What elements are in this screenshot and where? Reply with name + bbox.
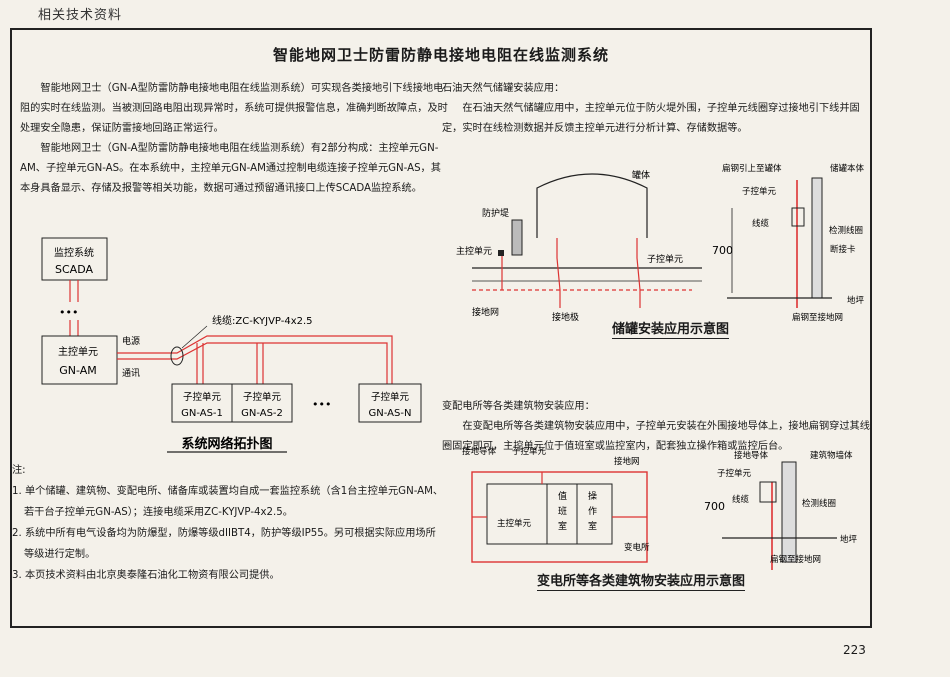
main-unit-box <box>41 335 118 385</box>
grid-label-s: 接地网 <box>614 456 640 467</box>
tank-body: 在石油天然气储罐应用中，主控单元位于防火堤外围，子控单元线圈穿过接地引下线并固定… <box>442 103 860 134</box>
conductor-label: 接地导体 <box>462 446 497 457</box>
main-unit-label: 主控单元 <box>456 245 492 257</box>
main-unit-label-s: 主控单元 <box>497 518 532 529</box>
sub-unit-n-label-1: 子控单元 <box>371 391 410 403</box>
grid-label: 接地网 <box>472 306 499 318</box>
document-frame: 智能地网卫士防雷防静电接地电阻在线监测系统 智能地网卫士（GN-A型防雷防静电接… <box>10 28 872 628</box>
wall-label: 建筑物墙体 <box>810 450 853 461</box>
tank-caption: 储罐安装应用示意图 <box>612 318 730 339</box>
page-number: 223 <box>843 643 866 657</box>
note-item-1: 1. 单个储罐、建筑物、变配电所、储备库或装置均自成一套监控系统（含1台主控单元… <box>12 486 444 518</box>
sub-unit-1-label-1: 子控单元 <box>183 391 222 403</box>
op-char-3: 室 <box>588 520 597 532</box>
steel-down-label: 扁钢至接地网 <box>792 312 843 323</box>
ground-label: 地坪 <box>847 295 865 306</box>
cable-label: 线缆 <box>752 218 770 229</box>
substation-section-text: 变配电所等各类建筑物安装应用： 在变配电所等各类建筑物安装应用中，子控单元安装在… <box>442 397 872 457</box>
power-label: 电源 <box>122 335 140 347</box>
coil-label: 检测线圈 <box>829 225 863 236</box>
conductor2-label: 接地导体 <box>734 450 769 461</box>
duty-char-3: 室 <box>558 520 567 532</box>
note-item-2: 2. 系统中所有电气设备均为防爆型，防爆等级dIIBT4，防护等级IP55。另可… <box>12 528 436 560</box>
substation-heading: 变配电所等各类建筑物安装应用： <box>442 401 595 412</box>
cable-label: 线缆:ZC-KYJVP-4x2.5 <box>212 314 313 327</box>
ground-label-s: 地坪 <box>840 534 858 545</box>
duty-char-1: 值 <box>558 490 567 502</box>
sub-unit-n-box <box>358 383 422 423</box>
note-item-3: 3. 本页技术资料由北京奥泰隆石油化工物资有限公司提供。 <box>12 570 280 581</box>
steel-up-label: 扁钢引上至罐体 <box>722 163 782 174</box>
op-char-2: 作 <box>588 505 597 517</box>
topology-caption: 系统网络拓扑图 <box>181 436 272 452</box>
dike-label: 防护堤 <box>482 207 509 219</box>
intro-paragraph-2: 智能地网卫士（GN-A型防雷防静电接地电阻在线监测系统）有2部分构成：主控单元G… <box>20 143 441 194</box>
tank-label: 罐体 <box>632 169 650 181</box>
main-unit-label-1: 主控单元 <box>58 345 98 358</box>
substation-diagram: 接地导体 子控单元 接地网 值 班 室 操 作 室 主控单元 变电所 接地导体 … <box>462 446 858 570</box>
cable-label-s: 线缆 <box>732 494 750 505</box>
ellipsis-dots: ••• <box>59 306 78 319</box>
substation-label: 变电所 <box>624 542 650 553</box>
topology-diagram: 监控系统 SCADA ••• 主控单元 GN-AM 电源 通讯 线缆:ZC-KY… <box>41 237 422 453</box>
scada-label-2: SCADA <box>55 263 93 276</box>
page-title: 智能地网卫士防雷防静电接地电阻在线监测系统 <box>272 46 609 64</box>
clip-label: 断接卡 <box>830 244 856 255</box>
steel-down-label-s: 扁钢至接地网 <box>770 554 821 565</box>
tank-heading: 石油天然气储罐安装应用： <box>442 83 565 94</box>
scada-label-1: 监控系统 <box>54 246 94 259</box>
dim-label: 700 <box>712 244 733 257</box>
intro-text: 智能地网卫士（GN-A型防雷防静电接地电阻在线监测系统）可实现各类接地引下线接地… <box>20 79 450 199</box>
ellipsis-dots-2: ••• <box>312 398 331 411</box>
sub-unit-n-label-2: GN-AS-N <box>369 408 412 419</box>
sub-unit-2-label: 子控单元 <box>742 186 777 197</box>
coil-label-s: 检测线圈 <box>802 498 836 509</box>
substation-caption: 变电所等各类建筑物安装应用示意图 <box>537 570 746 591</box>
sub-unit-label: 子控单元 <box>647 253 683 265</box>
notes-heading: 注: <box>12 465 26 476</box>
tank-section-text: 石油天然气储罐安装应用： 在石油天然气储罐应用中，主控单元位于防火堤外围，子控单… <box>442 79 870 139</box>
dim-label-s: 700 <box>704 500 725 513</box>
tank-body-label: 储罐本体 <box>830 163 865 174</box>
pole-label: 接地极 <box>552 311 579 323</box>
main-unit-label-2: GN-AM <box>59 364 97 377</box>
duty-char-2: 班 <box>558 505 567 517</box>
section-header: 相关技术资料 <box>38 8 123 23</box>
sub-unit-2-label-2: GN-AS-2 <box>241 408 283 419</box>
sub-unit-2-label-1: 子控单元 <box>243 391 282 403</box>
sub-unit-label-s: 子控单元 <box>512 446 547 457</box>
sub-unit2-label-s: 子控单元 <box>717 468 752 479</box>
intro-paragraph-1: 智能地网卫士（GN-A型防雷防静电接地电阻在线监测系统）可实现各类接地引下线接地… <box>20 83 448 134</box>
notes: 注: 1. 单个储罐、建筑物、变配电所、储备库或装置均自成一套监控系统（含1台主… <box>12 460 444 586</box>
scada-box <box>41 237 108 281</box>
tank-diagram: 罐体 防护堤 主控单元 子控单元 接地网 接地极 扁钢引上至罐体 储罐本体 子控… <box>456 163 865 323</box>
op-char-1: 操 <box>588 490 597 502</box>
substation-body: 在变配电所等各类建筑物安装应用中，子控单元安装在外围接地导体上，接地扁钢穿过其线… <box>442 421 870 452</box>
sub-unit-1-label-2: GN-AS-1 <box>181 408 223 419</box>
comm-label: 通讯 <box>122 368 140 379</box>
sub-unit-2-box <box>231 383 293 423</box>
